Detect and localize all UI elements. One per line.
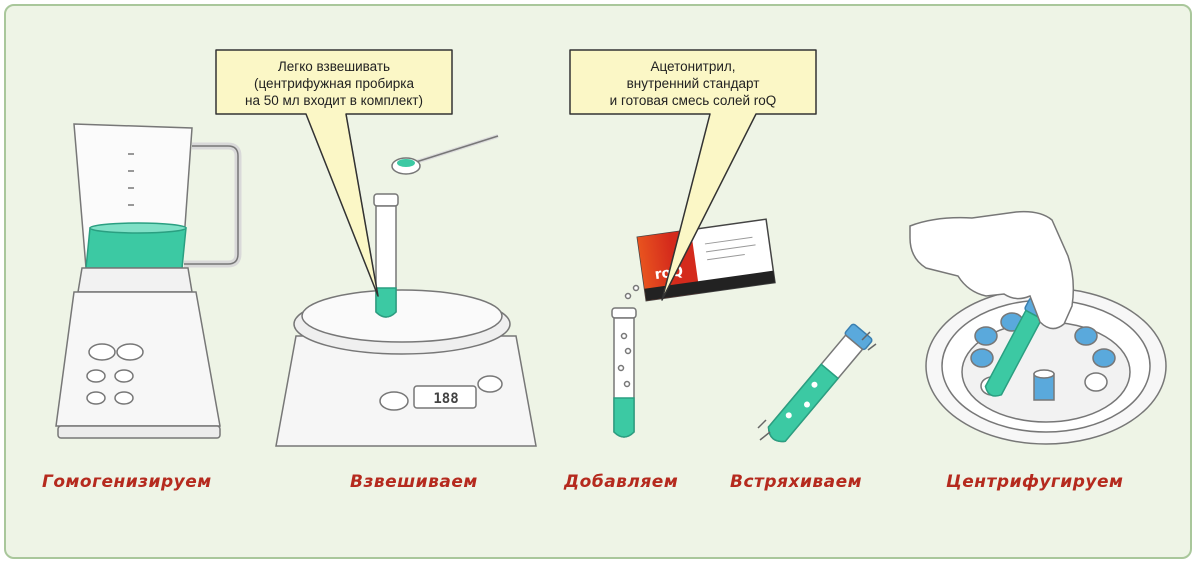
- callout-weigh-text: Легко взвешивать (центрифужная пробирка …: [220, 58, 448, 109]
- shaking-tube-icon: [767, 323, 873, 443]
- motion-lines: [757, 331, 877, 441]
- step-label-centrifuge: Центрифугируем: [946, 472, 1124, 492]
- tube-icon: [373, 193, 399, 318]
- illustration: 188: [55, 49, 1167, 447]
- callout-add-line: Ацетонитрил,: [650, 59, 736, 74]
- centrifuge-icon: [925, 287, 1167, 445]
- spoon-icon: [391, 134, 499, 175]
- scale-icon: [275, 289, 537, 447]
- callout-weigh-line: на 50 мл входит в комплект): [245, 93, 423, 108]
- hand-icon: [909, 210, 1075, 330]
- callout-weigh-line: (центрифужная пробирка: [253, 76, 414, 91]
- sample-tube-icon: [611, 284, 640, 438]
- step-label-weigh: Взвешиваем: [350, 472, 478, 492]
- diagram-frame: 188: [4, 4, 1192, 559]
- reagent-packet-icon: [636, 218, 776, 302]
- step-label-shake: Встряхиваем: [730, 472, 863, 492]
- blender-icon: [55, 123, 242, 439]
- callout-weigh: [215, 49, 453, 297]
- callout-add-text: Ацетонитрил, внутренний стандарт и готов…: [574, 58, 812, 109]
- callout-add-line: внутренний стандарт: [626, 76, 760, 91]
- scale-display: 188: [433, 391, 458, 407]
- step-label-homogenize: Гомогенизируем: [42, 472, 212, 492]
- callout-add: [569, 49, 817, 301]
- step-label-add: Добавляем: [564, 472, 679, 492]
- callout-add-line: и готовая смесь солей roQ: [609, 93, 777, 108]
- callout-weigh-line: Легко взвешивать: [277, 59, 391, 74]
